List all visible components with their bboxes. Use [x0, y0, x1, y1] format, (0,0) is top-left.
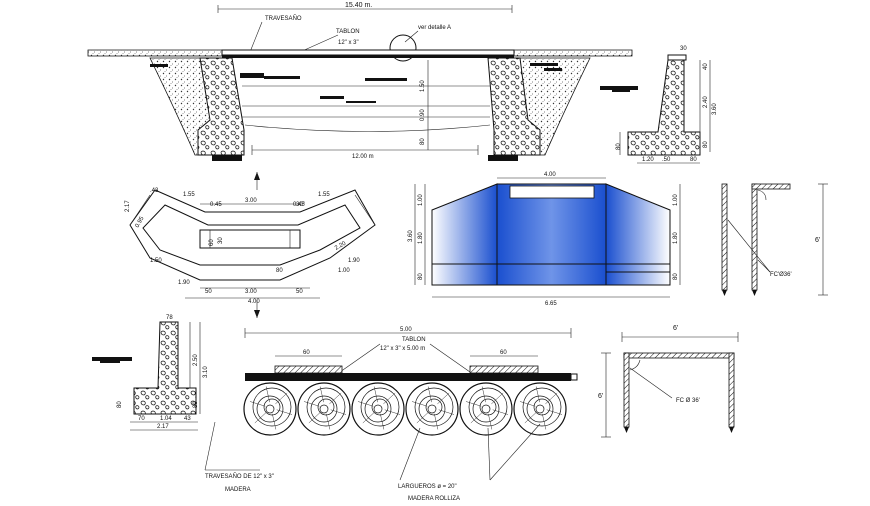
abut-dim-3: 3.60 — [712, 103, 718, 115]
deck-plank-bar — [245, 373, 571, 381]
wp-center-3: 2.20 — [334, 240, 348, 251]
travesano-label: TRAVESAÑO — [265, 15, 302, 22]
sa-dim-2: 3.10 — [203, 366, 209, 378]
sa-dim-1: 2.50 — [193, 354, 199, 366]
ver-detalle-label: ver detalle A — [418, 25, 451, 31]
deck-plank — [221, 49, 515, 56]
total-span-label: 15.40 m. — [345, 2, 372, 9]
elevation-center-panel — [496, 183, 607, 286]
hook-detail-u: 6' FC Ø 36' 6' — [598, 325, 739, 438]
dim-090: 0.90 — [420, 109, 426, 121]
log-1 — [243, 382, 297, 436]
wp-center-1: 80 — [276, 268, 283, 274]
wp-top-3: 0.45 — [293, 202, 305, 208]
hook-side-dim: 6' — [815, 237, 820, 244]
deck-tablon-dim: 12" x 3" x 5.00 m — [380, 346, 425, 352]
deck-tablon-label: TABLON — [402, 337, 426, 343]
elev-left-3: 80 — [418, 273, 424, 280]
wp-center-2: 30 — [218, 237, 224, 244]
dim-150: 1.50 — [420, 80, 426, 92]
wp-bot-4: 50 — [296, 289, 303, 295]
wp-bot-6: 4.00 — [248, 299, 260, 305]
log-stringers — [243, 382, 567, 436]
log-6 — [513, 382, 567, 436]
deck-pad-left: 60 — [303, 350, 310, 356]
elev-right-1: 1.80 — [673, 232, 679, 244]
abutment-detail: 30 40 2.40 3.60 80 80 1.20 .50 80 — [600, 46, 718, 164]
wp-left-2: .43 — [150, 188, 159, 194]
abut-dim-8: 80 — [690, 157, 697, 163]
wp-angle: 30° — [296, 202, 306, 208]
elev-right-0: 1.00 — [673, 194, 679, 206]
elev-bottom-dim: 6.65 — [545, 301, 557, 307]
hook-u-side-dim: 6' — [598, 393, 603, 400]
madera-rolliza-label: MADERA ROLLIZA — [408, 496, 460, 502]
tablon-dim-label: 12" x 3" — [338, 40, 359, 46]
abutment-elevation: 4.00 6.65 3.60 1.00 1.80 80 1.00 1.80 80 — [408, 172, 681, 307]
abut-dim-2: 2.40 — [703, 96, 709, 108]
dim-080: 80 — [420, 138, 426, 145]
elev-left-2: 1.80 — [418, 232, 424, 244]
detail-callout-circle — [389, 34, 417, 62]
hook-detail-side: FC'Ø36' 6' — [721, 183, 828, 296]
abut-dim-1: 40 — [703, 63, 709, 70]
abut-dim-4: 80 — [703, 141, 709, 148]
wp-left-1: 0.95 — [135, 215, 146, 229]
wp-bot-2: 50 — [205, 289, 212, 295]
wingwall-plan: 1.55 0.45 3.00 0.45 1.55 2.17 0.95 .43 1… — [125, 172, 376, 318]
deck-pad-left-block — [274, 365, 343, 374]
bridge-longitudinal-section: 15.40 m. TRAVESAÑO TABLON 12" x 3" ver d… — [87, 2, 633, 161]
abut-dim-0: 30 — [680, 46, 687, 52]
wp-top-2: 3.00 — [245, 198, 257, 204]
sa-dim-3: 80 — [193, 401, 199, 408]
abut-dim-7: .50 — [662, 157, 671, 163]
hook-u-label: FC Ø 36' — [676, 398, 700, 404]
largueros-label: LARGUEROS ø = 20" — [398, 484, 457, 490]
deck-cross-section: 5.00 TABLON 12" x 3" x 5.00 m 60 60 TRAV… — [204, 327, 578, 502]
travesano-madera-label: TRAVESAÑO DE 12" x 3" — [205, 473, 274, 480]
right-abutment — [487, 57, 541, 156]
madera-label: MADERA — [225, 487, 251, 493]
hook-u-top-dim: 6' — [673, 325, 678, 332]
elev-right-2: 80 — [673, 273, 679, 280]
log-5 — [459, 382, 513, 436]
wp-center-0: 60 — [209, 239, 215, 246]
sa-dim-4: 80 — [117, 401, 123, 408]
wp-top-1: 0.45 — [210, 202, 222, 208]
log-3 — [351, 382, 405, 436]
sa-dim-8: 2.17 — [157, 424, 169, 430]
small-abutment: 78 2.50 3.10 80 80 70 1.04 43 2.17 — [92, 315, 209, 431]
deck-top-dim: 5.00 — [400, 327, 412, 333]
tablon-label: TABLON — [336, 29, 360, 35]
wp-bot-1: 1.00 — [338, 268, 350, 274]
log-2 — [297, 382, 351, 436]
sa-dim-7: 43 — [184, 416, 191, 422]
sa-dim-6: 1.04 — [160, 416, 172, 422]
wp-top-4: 1.55 — [318, 192, 330, 198]
wp-bot-0: 1.90 — [178, 280, 190, 286]
deck-pad-right-block — [469, 365, 539, 374]
wp-top-0: 1.55 — [183, 192, 195, 198]
hook-side-label: FC'Ø36' — [770, 272, 792, 278]
wp-left-0: 2.17 — [125, 200, 131, 212]
wp-bot-3: 3.00 — [245, 289, 257, 295]
abut-dim-6: 1.20 — [642, 157, 654, 163]
abut-dim-5: 80 — [616, 143, 622, 150]
elev-left-0: 3.60 — [408, 230, 414, 242]
sa-dim-0: 78 — [166, 315, 173, 321]
wp-left-3: 1.50 — [150, 258, 162, 264]
sa-dim-5: 70 — [138, 416, 145, 422]
log-4 — [405, 382, 459, 436]
wp-bot-5: 1.90 — [348, 258, 360, 264]
clear-span-label: 12.00 m — [352, 154, 374, 160]
deck-pad-right: 60 — [500, 350, 507, 356]
elev-top-dim: 4.00 — [544, 172, 556, 178]
elev-left-1: 1.00 — [418, 194, 424, 206]
